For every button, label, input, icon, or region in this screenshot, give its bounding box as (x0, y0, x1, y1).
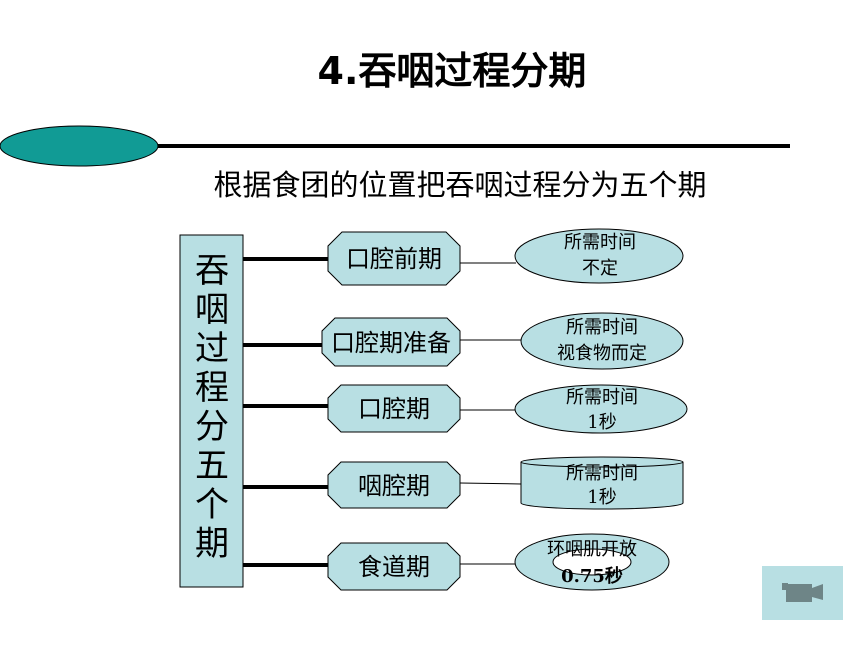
note-line: 环咽肌开放 (547, 539, 637, 560)
main-box (179, 234, 244, 588)
video-camera-icon (782, 583, 823, 602)
slide-title: 4.吞咽过程分期 (318, 49, 587, 93)
decorative-ellipse (0, 125, 159, 167)
main-char: 期 (195, 524, 229, 564)
note-line: 0.75秒 (561, 565, 623, 587)
note-line: 所需时间 (566, 463, 638, 484)
note-line: 所需时间 (564, 232, 636, 253)
stage-label: 口腔前期 (346, 245, 442, 273)
note-5-donut: 环咽肌开放 0.75秒 (514, 533, 670, 591)
note-line: 1秒 (587, 412, 616, 433)
note-4-cylinder: 所需时间 1秒 (520, 456, 684, 510)
subtitle: 根据食团的位置把吞咽过程分为五个期 (213, 168, 706, 202)
note-line: 所需时间 (566, 387, 638, 408)
title-divider (158, 144, 790, 148)
main-char: 咽 (195, 290, 229, 330)
note-line: 不定 (582, 258, 618, 279)
note-line: 所需时间 (566, 317, 638, 338)
note-line: 1秒 (587, 487, 616, 508)
note-3: 所需时间 1秒 (514, 384, 688, 434)
main-char: 过 (195, 329, 229, 369)
stage-3: 口腔期 (327, 384, 461, 433)
main-char: 分 (195, 407, 229, 447)
stage-label: 口腔期 (358, 395, 430, 423)
stage-5: 食道期 (327, 542, 461, 591)
stage-1: 口腔前期 (327, 231, 461, 286)
stage-label: 咽腔期 (358, 472, 430, 500)
connectors (243, 257, 522, 567)
main-char: 吞 (195, 251, 229, 291)
note-1: 所需时间 不定 (514, 228, 684, 284)
main-char: 程 (195, 368, 229, 408)
stage-label: 口腔期准备 (331, 329, 451, 357)
main-box-text: 吞 咽 过 程 分 五 个 期 (195, 251, 229, 564)
main-char: 个 (195, 485, 229, 525)
stage-2: 口腔期准备 (321, 317, 461, 367)
main-char: 五 (195, 446, 229, 486)
stage-4: 咽腔期 (327, 461, 461, 509)
note-2: 所需时间 视食物而定 (520, 312, 684, 370)
note-line: 视食物而定 (557, 343, 647, 364)
stage-label: 食道期 (358, 553, 430, 581)
video-button[interactable] (762, 566, 843, 620)
